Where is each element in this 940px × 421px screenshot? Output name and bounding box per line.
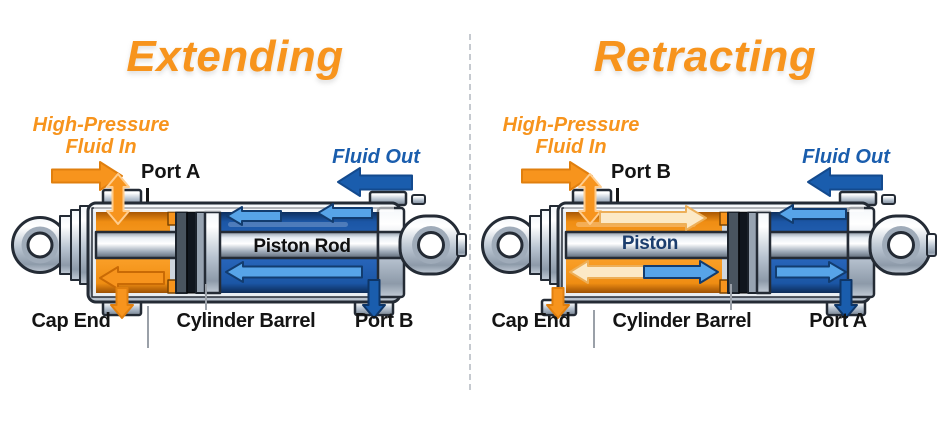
piston-label: Piston <box>621 233 679 254</box>
panel-retracting: Retracting High-Pressure Fluid In Port B… <box>470 0 940 421</box>
fluid-in-line2: Fluid In <box>65 136 137 158</box>
rod-eye-nub <box>456 233 467 257</box>
piston-assembly <box>719 210 772 295</box>
rod-eye-nub <box>926 233 937 257</box>
port-b-out-arrow-icon <box>362 279 386 319</box>
panel-title: Retracting <box>593 32 817 81</box>
hydraulic-cylinder-illustration-retracting <box>481 161 937 319</box>
piston-rod-label: Piston Rod <box>253 236 351 257</box>
port-a-flow-double-arrow-icon <box>106 173 130 225</box>
fluid-in-line1: High-Pressure <box>32 114 170 136</box>
rod-chamber-flow-arrow-icon <box>225 261 363 283</box>
fluid-out-arrow-icon <box>807 167 883 197</box>
rod-chamber-flow-arrow-icon <box>777 204 847 224</box>
hydraulic-cylinder-illustration-extending <box>11 161 467 319</box>
cap-collar-band <box>540 209 551 281</box>
cap-end-leader-line <box>593 310 595 348</box>
top-port-leader-line <box>146 188 149 203</box>
piston-push-arrow-icon <box>643 260 719 284</box>
panel-extending: Extending High-Pressure Fluid In Port A … <box>11 32 467 348</box>
cap-end-drain-arrow-icon <box>546 287 570 319</box>
bottom-port-label: Port A <box>809 310 867 332</box>
fluid-in-arrow-icon <box>521 161 593 191</box>
cap-collar-band <box>70 209 81 281</box>
cap-collar-band <box>529 215 542 275</box>
chamber-highlight <box>228 222 348 227</box>
cylinder-barrel-label: Cylinder Barrel <box>176 310 316 332</box>
top-port-label: Port B <box>611 161 671 183</box>
cylinder-barrel-leader-line <box>205 284 207 310</box>
cap-chamber-flow-arrow-icon <box>569 260 651 284</box>
port-a-out-arrow-icon <box>834 279 858 319</box>
cylinder-barrel-leader-line <box>730 284 732 310</box>
fluid-out-label: Fluid Out <box>332 146 420 168</box>
cap-eye-hole <box>26 231 54 259</box>
cap-chamber-flow-arrow-icon <box>599 205 707 231</box>
bottom-port-label: Port B <box>354 310 414 332</box>
rod-chamber-flow-arrow-icon <box>775 261 847 283</box>
cap-end-label: Cap End <box>491 310 571 332</box>
cap-eye-hole <box>496 231 524 259</box>
panel-title: Extending <box>126 32 344 81</box>
fluid-out-label: Fluid Out <box>802 146 890 168</box>
fluid-in-label: High-Pressure Fluid In <box>18 114 184 158</box>
rod-eye-hole <box>417 231 445 259</box>
gland-nub <box>881 194 896 205</box>
barrel-top-highlight <box>94 206 394 212</box>
fluid-in-line1: High-Pressure <box>502 114 640 136</box>
fluid-in-label: High-Pressure Fluid In <box>488 114 654 158</box>
rod-eye-hole <box>887 231 915 259</box>
piston-assembly <box>167 210 222 295</box>
top-port-label: Port A <box>141 161 201 183</box>
cap-chamber-flow-arrow-icon <box>99 266 165 290</box>
rod-chamber-flow-arrow-icon <box>226 206 282 226</box>
barrel-top-highlight <box>564 206 864 212</box>
cap-end-leader-line <box>147 306 149 348</box>
fluid-in-line2: Fluid In <box>535 136 607 158</box>
top-port-leader-line <box>616 188 619 203</box>
cylinder-barrel-label: Cylinder Barrel <box>612 310 752 332</box>
rod-chamber-flow-arrow-icon <box>317 203 373 223</box>
fluid-out-arrow-icon <box>337 167 413 197</box>
port-b-flow-double-arrow-icon <box>578 173 602 225</box>
cap-collar-band <box>59 215 72 275</box>
cap-end-drain-arrow-icon <box>110 287 134 319</box>
panel-divider-dashed-line <box>469 34 471 390</box>
cap-end-label: Cap End <box>31 310 111 332</box>
gland-nub <box>411 194 426 205</box>
